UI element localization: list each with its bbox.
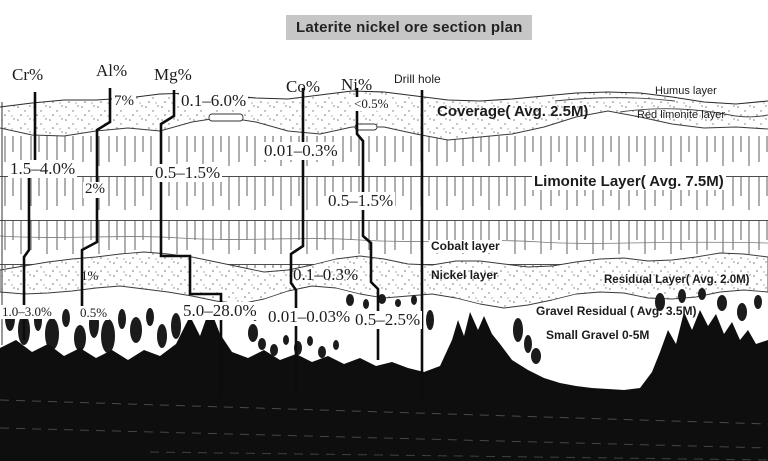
grade-mg-coverage: 0.1–6.0% (179, 91, 249, 110)
column-header-co: Co% (286, 77, 320, 96)
column-header-ni: Ni% (341, 75, 373, 94)
layer-label-residual: Residual Layer( Avg. 2.0M) (604, 274, 750, 286)
drill-trace-mg (159, 90, 223, 398)
grade-co-nickel: 0.1–0.3% (293, 265, 359, 284)
bedrock-texture-line (0, 427, 768, 449)
layer-label-humus: Humus layer (655, 85, 717, 97)
layer-label-limonite: Limonite Layer( Avg. 7.5M) (532, 173, 726, 190)
grade-cr-gravel: 1.0–3.0% (0, 304, 54, 319)
coverage-bottom-line (0, 110, 768, 141)
grade-mg-gravel: 5.0–28.0% (181, 301, 259, 320)
drill-trace-ni (355, 88, 380, 360)
column-header-cr: Cr% (12, 65, 44, 84)
grade-al-nickel: 1% (81, 268, 99, 283)
grade-al-gravel: 0.5% (78, 305, 110, 320)
cobalt-layer-boundary-line (0, 235, 768, 244)
column-header-mg: Mg% (154, 65, 192, 84)
grade-al-coverage: 7% (112, 93, 136, 110)
grade-cr-limonite: 1.5–4.0% (8, 159, 78, 178)
bedrock-basement (0, 308, 768, 461)
column-header-drill-hole: Drill hole (394, 72, 441, 86)
grade-ni-coverage: <0.5% (352, 96, 391, 111)
drill-hole-traces (22, 88, 424, 398)
grade-co-gravel: 0.01–0.03% (266, 307, 353, 326)
layer-label-small-gravel: Small Gravel 0-5M (546, 328, 650, 342)
layer-label-red-limonite: Red limonite layer (637, 109, 726, 121)
grade-ni-gravel: 0.5–2.5% (353, 310, 423, 329)
grade-co-limonite: 0.01–0.3% (262, 141, 340, 160)
layer-label-coverage: Coverage( Avg. 2.5M) (437, 103, 589, 120)
grade-mg-limonite: 0.5–1.5% (153, 163, 223, 182)
bedrock-texture-line (149, 451, 768, 461)
grade-ni-limonite: 0.5–1.5% (326, 191, 396, 210)
layer-label-nickel: Nickel layer (431, 268, 498, 282)
bedrock-texture-line (0, 399, 768, 425)
figure-title: Laterite nickel ore section plan (286, 15, 533, 40)
ore-lens-symbol (208, 113, 244, 122)
grade-al-limonite: 2% (83, 181, 107, 198)
layer-label-gravel-residual: Gravel Residual ( Avg. 3.5M) (536, 304, 697, 318)
drill-trace-co (289, 88, 305, 392)
ore-lens-symbol (354, 123, 378, 131)
layer-label-cobalt: Cobalt layer (429, 239, 502, 253)
humus-band-lines (554, 97, 768, 118)
drill-trace-cr (22, 92, 37, 340)
column-header-al: Al% (96, 61, 128, 80)
